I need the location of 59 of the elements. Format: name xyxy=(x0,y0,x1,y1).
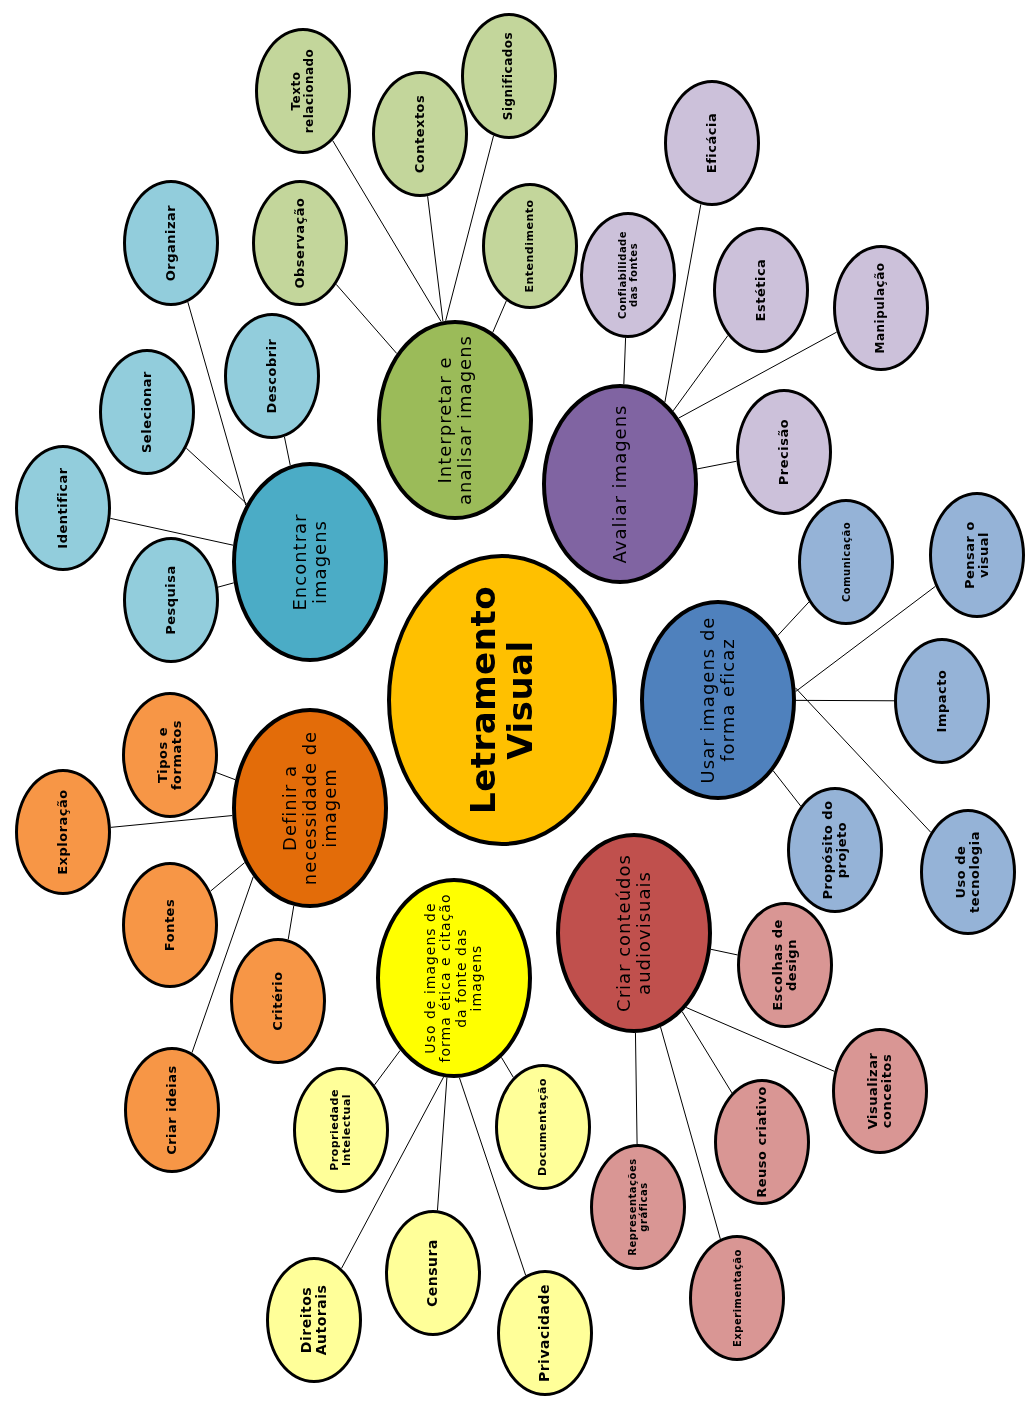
node-label: Visualizar conceitos xyxy=(865,1051,895,1132)
node-label: Fontes xyxy=(162,897,178,954)
node-label: Censura xyxy=(425,1238,441,1309)
node-label: Significados xyxy=(502,30,516,123)
node-label: Criar conteúdos audiovisuais xyxy=(614,853,654,1014)
node-label: Representações gráficas xyxy=(627,1157,649,1258)
connector-line xyxy=(795,699,895,702)
node-label: Identificar xyxy=(55,466,71,551)
node-label: Impacto xyxy=(934,668,950,735)
node-label: Avaliar imagens xyxy=(610,403,630,566)
node-label: Escolhas de design xyxy=(770,918,800,1013)
node-label: Reuso criativo xyxy=(754,1086,770,1198)
connector-line xyxy=(710,948,739,956)
node-label: Texto relacionado xyxy=(289,47,317,136)
node-label: Pensar o visual xyxy=(962,520,992,591)
connector-line xyxy=(109,517,234,546)
node-label: Critério xyxy=(270,970,286,1033)
connector-line xyxy=(283,436,291,466)
node-label: Propósito do projeto xyxy=(820,799,850,902)
node-label: Estética xyxy=(753,257,769,324)
node-label: Entendimento xyxy=(523,198,537,295)
node-label: Experimentação xyxy=(731,1248,743,1349)
node-label: Pesquisa xyxy=(163,564,179,637)
node-label: Interpretar e analisar imagens xyxy=(435,335,475,505)
connector-line xyxy=(634,1032,638,1145)
node-label: Organizar xyxy=(163,203,179,284)
connector-line xyxy=(458,1077,527,1276)
node-label: Exploração xyxy=(55,788,71,877)
node-label: Uso de tecnologia xyxy=(953,830,983,915)
node-label: Confiabilidade das fontes xyxy=(617,229,639,322)
connector-line xyxy=(623,337,627,385)
node-label: Eficácia xyxy=(704,111,720,176)
connector-line xyxy=(341,1076,445,1269)
node-label: Propriedade Intelectual xyxy=(328,1088,354,1173)
node-label: Tipos e formatos xyxy=(155,718,185,793)
connector-line xyxy=(696,460,737,470)
node-label: Observação xyxy=(292,196,308,291)
node-label: Uso de imagens de forma ética e citação da fonte das imagens xyxy=(423,893,485,1063)
node-label: Definir a necessidade de imagem xyxy=(280,729,340,888)
connector-line xyxy=(445,135,495,322)
node-label: Letramento Visual xyxy=(464,585,540,816)
node-label: Selecionar xyxy=(139,370,155,455)
node-label: Criar ideias xyxy=(164,1064,180,1157)
connector-line xyxy=(436,1077,448,1211)
node-label: Precisão xyxy=(776,417,792,488)
connector-line xyxy=(110,815,233,828)
connector-line xyxy=(427,195,444,322)
node-label: Privacidade xyxy=(537,1282,553,1385)
connector-line xyxy=(660,1026,721,1240)
connector-line xyxy=(287,905,295,940)
node-label: Manipulação xyxy=(874,261,888,356)
node-label: Descobrir xyxy=(264,337,280,416)
node-label: Documentação xyxy=(536,1077,550,1178)
node-label: Comunicação xyxy=(840,521,852,604)
node-label: Direitos Autorais xyxy=(298,1283,330,1358)
connector-line xyxy=(492,300,507,333)
node-label: Usar imagens de forma eficaz xyxy=(698,615,738,785)
node-label: Encontrar imagens xyxy=(290,512,330,613)
node-label: Contextos xyxy=(412,93,428,176)
